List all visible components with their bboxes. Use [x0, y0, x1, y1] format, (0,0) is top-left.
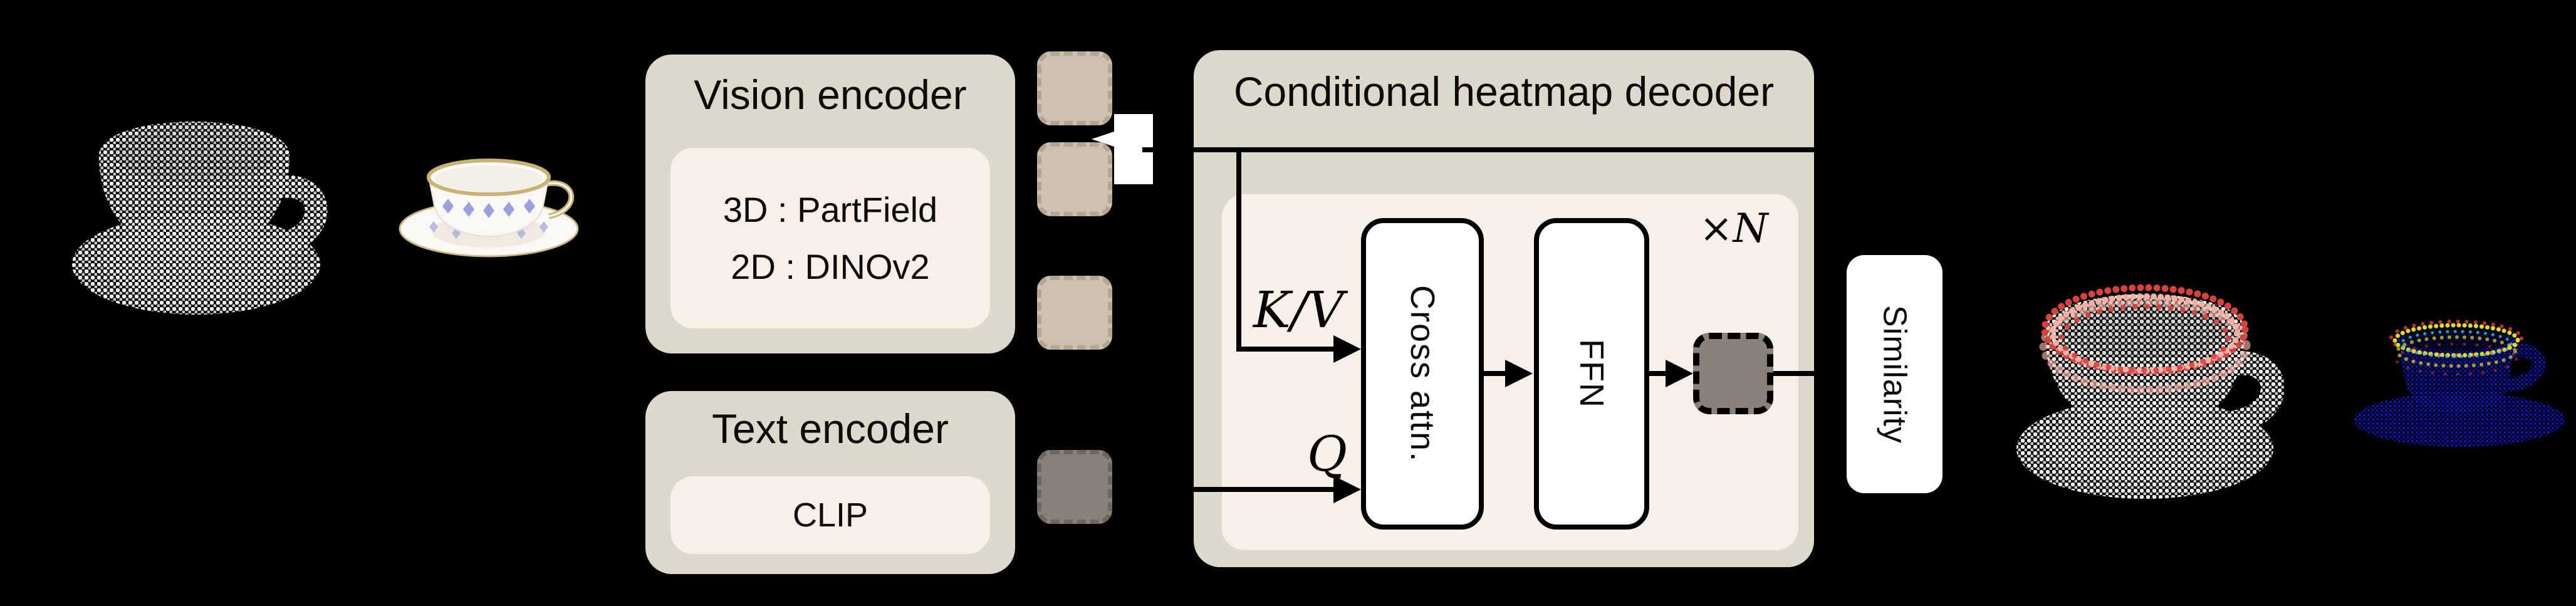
cross-attn-label: Cross attn. — [1404, 285, 1441, 463]
similarity-box: Similarity — [1847, 255, 1942, 493]
vision-tokens-brace-arrow-icon — [1092, 114, 1153, 184]
input-pointcloud-cup-image — [72, 122, 328, 315]
q-label: Q — [1307, 426, 1347, 483]
vision-encoder-3d-line: 3D : PartField — [722, 190, 938, 229]
output-similarity-cup-image — [2354, 320, 2565, 447]
repeat-count-label: ×N — [1699, 206, 1768, 252]
kv-label: K/V — [1253, 281, 1344, 339]
kv-arrowhead-icon — [1333, 335, 1361, 363]
ffn-box: FFN — [1534, 218, 1649, 530]
text-encoder-panel: Text encoder CLIP — [645, 391, 1015, 574]
decoder-title: Conditional heatmap decoder — [1233, 68, 1775, 115]
vision-encoder-title: Vision encoder — [694, 71, 967, 118]
ffn-label: FFN — [1573, 339, 1610, 409]
q-arrowhead-icon — [1333, 476, 1361, 503]
vision-token — [1037, 51, 1112, 125]
cross-attn-to-ffn-arrowhead-icon — [1505, 360, 1533, 387]
vision-token — [1037, 142, 1112, 216]
vision-encoder-panel: Vision encoder 3D : PartField 2D : DINOv… — [645, 55, 1015, 353]
similarity-label: Similarity — [1876, 305, 1913, 444]
cross-attn-box: Cross attn. — [1361, 218, 1484, 530]
input-photo-cup-image — [399, 159, 579, 258]
q-arrow-line — [1112, 487, 1337, 492]
text-encoder-model-label: CLIP — [792, 496, 868, 534]
text-encoder-title: Text encoder — [712, 405, 949, 452]
output-heatmap-cup-image — [2016, 284, 2284, 499]
ffn-to-token-arrowhead-icon — [1666, 360, 1693, 387]
text-token — [1037, 450, 1112, 524]
state-token — [1693, 333, 1773, 414]
vision-feature-feed-line — [1142, 147, 1814, 152]
cross-attn-to-ffn-line — [1484, 371, 1510, 376]
ffn-to-token-line — [1649, 371, 1669, 376]
kv-arrow-line — [1236, 347, 1337, 352]
vision-encoder-inner: 3D : PartField 2D : DINOv2 — [670, 148, 990, 328]
vision-token — [1037, 276, 1112, 350]
kv-branch-line — [1236, 150, 1241, 352]
vision-encoder-2d-line: 2D : DINOv2 — [731, 247, 930, 286]
decoder-output-line — [1773, 371, 1847, 376]
text-encoder-inner: CLIP — [670, 476, 990, 554]
